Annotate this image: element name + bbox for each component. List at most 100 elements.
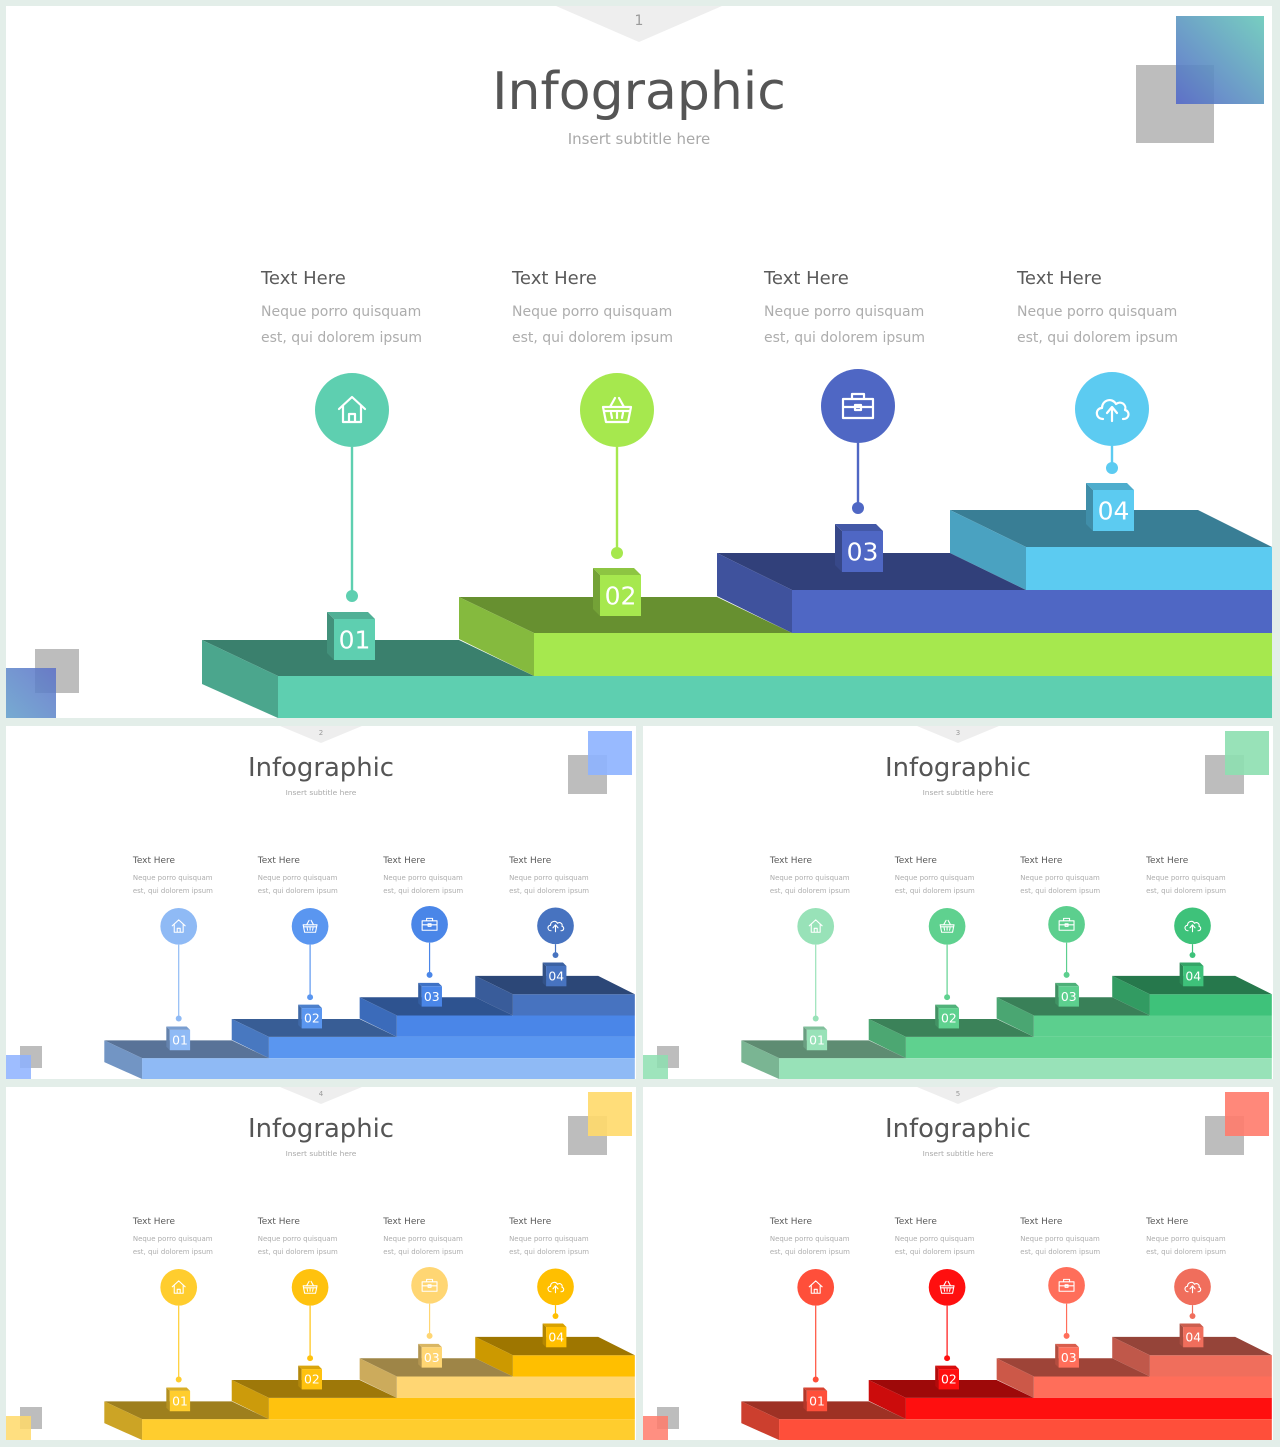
number-cube-1: 01 [803,1387,828,1412]
step-heading: Text Here [512,268,597,289]
step-number: 04 [1185,1330,1201,1345]
stair-front [1026,547,1272,590]
home-icon [808,919,823,933]
stair-step-2 [868,1019,1272,1059]
cube-side [542,1323,547,1348]
cube-top [1179,962,1204,966]
icon-circle [797,907,835,945]
basket-icon [939,919,955,933]
cube-top [327,612,375,619]
number-cube-2: 02 [298,1365,322,1390]
deco-square-accent [1176,16,1264,104]
step-marker-1 [160,1268,198,1383]
cube-top [418,982,442,987]
page-number: 5 [955,1090,961,1099]
number-cube-2: 02 [298,1004,322,1029]
step-number: 03 [424,989,440,1004]
stair-side [459,597,534,676]
step-marker-3 [411,905,448,978]
cube-top [542,1323,567,1327]
step-description-line1: Neque porro quisquam [257,1235,338,1244]
step-description-line2: est, qui dolorem ipsum [509,887,590,896]
cube-side [542,962,547,987]
step-marker-3 [1048,1266,1085,1339]
pin-dot [1189,952,1196,959]
number-cube-2: 02 [935,1365,959,1390]
cube-top [418,1343,442,1348]
cube-face [546,1326,567,1348]
stair-side [868,1019,906,1059]
pin-dot [307,1355,314,1362]
step-number: 02 [304,1372,320,1387]
step-heading: Text Here [509,1217,552,1228]
step-number: 02 [304,1011,320,1026]
step-description-line1: Neque porro quisquam [132,1235,213,1244]
step-description-line1: Neque porro quisquam [894,874,975,883]
cube-side [1086,483,1093,531]
step-marker-2 [291,907,329,1001]
page-number: 1 [634,13,644,29]
step-number: 03 [1061,989,1077,1004]
step-description-line1: Neque porro quisquam [764,304,925,320]
stair-front [1033,1376,1272,1398]
cube-side [298,1365,302,1390]
cube-side [1179,1323,1184,1348]
cube-top [835,524,883,531]
step-heading: Text Here [261,268,346,289]
icon-circle [160,1268,198,1306]
basket-icon [302,1280,318,1294]
cube-face [1058,986,1079,1007]
step-description-line2: est, qui dolorem ipsum [894,887,975,896]
deco-square-accent [588,730,632,775]
stair-front [1033,1015,1272,1037]
step-description-line2: est, qui dolorem ipsum [383,1248,464,1257]
number-cube-3: 03 [835,524,883,572]
step-marker-2 [928,1268,966,1362]
deco-square-accent-small [6,1416,31,1440]
cube-top [1055,982,1079,987]
step-number: 03 [424,1350,440,1365]
stair-side [104,1401,143,1440]
cube-side [593,568,600,616]
home-icon [808,1280,823,1294]
stair-side [359,1358,397,1398]
step-description-line1: Neque porro quisquam [512,304,673,320]
step-heading: Text Here [132,856,176,867]
pin-dot [944,994,951,1001]
cube-side [418,1343,422,1368]
pin-dot [346,590,358,602]
stair-side [996,1358,1034,1398]
step-description-line1: Neque porro quisquam [509,874,589,883]
pin-dot [175,1376,182,1383]
cloud-upload-icon [1095,398,1130,423]
slide-subtitle: Insert subtitle here [285,1148,357,1158]
step-description-line1: Neque porro quisquam [894,1235,975,1244]
step-description-line1: Neque porro quisquam [383,1235,463,1244]
number-cube-4: 04 [1086,483,1134,531]
cube-face [1183,965,1204,987]
number-cube-2: 02 [593,568,641,616]
step-heading: Text Here [383,856,426,867]
stair-front [792,590,1272,633]
step-description-line1: Neque porro quisquam [261,304,422,320]
stair-front [779,1419,1272,1440]
step-number: 01 [172,1033,188,1048]
step-heading: Text Here [764,268,849,289]
basket-icon [601,396,633,424]
pin-dot [812,1376,819,1383]
pin-dot [1063,1332,1070,1339]
step-marker-3 [1048,905,1085,978]
page-chevron [916,726,999,743]
cube-face [301,1369,322,1390]
stair-step-2 [231,1380,635,1420]
cube-side [835,524,842,572]
pin-dot [852,502,864,514]
stair-front [512,1355,635,1377]
step-number: 01 [809,1033,825,1048]
step-description-line2: est, qui dolorem ipsum [512,330,674,346]
stair-side [359,997,397,1037]
step-marker-2 [291,1268,329,1362]
step-description-line1: Neque porro quisquam [769,874,850,883]
